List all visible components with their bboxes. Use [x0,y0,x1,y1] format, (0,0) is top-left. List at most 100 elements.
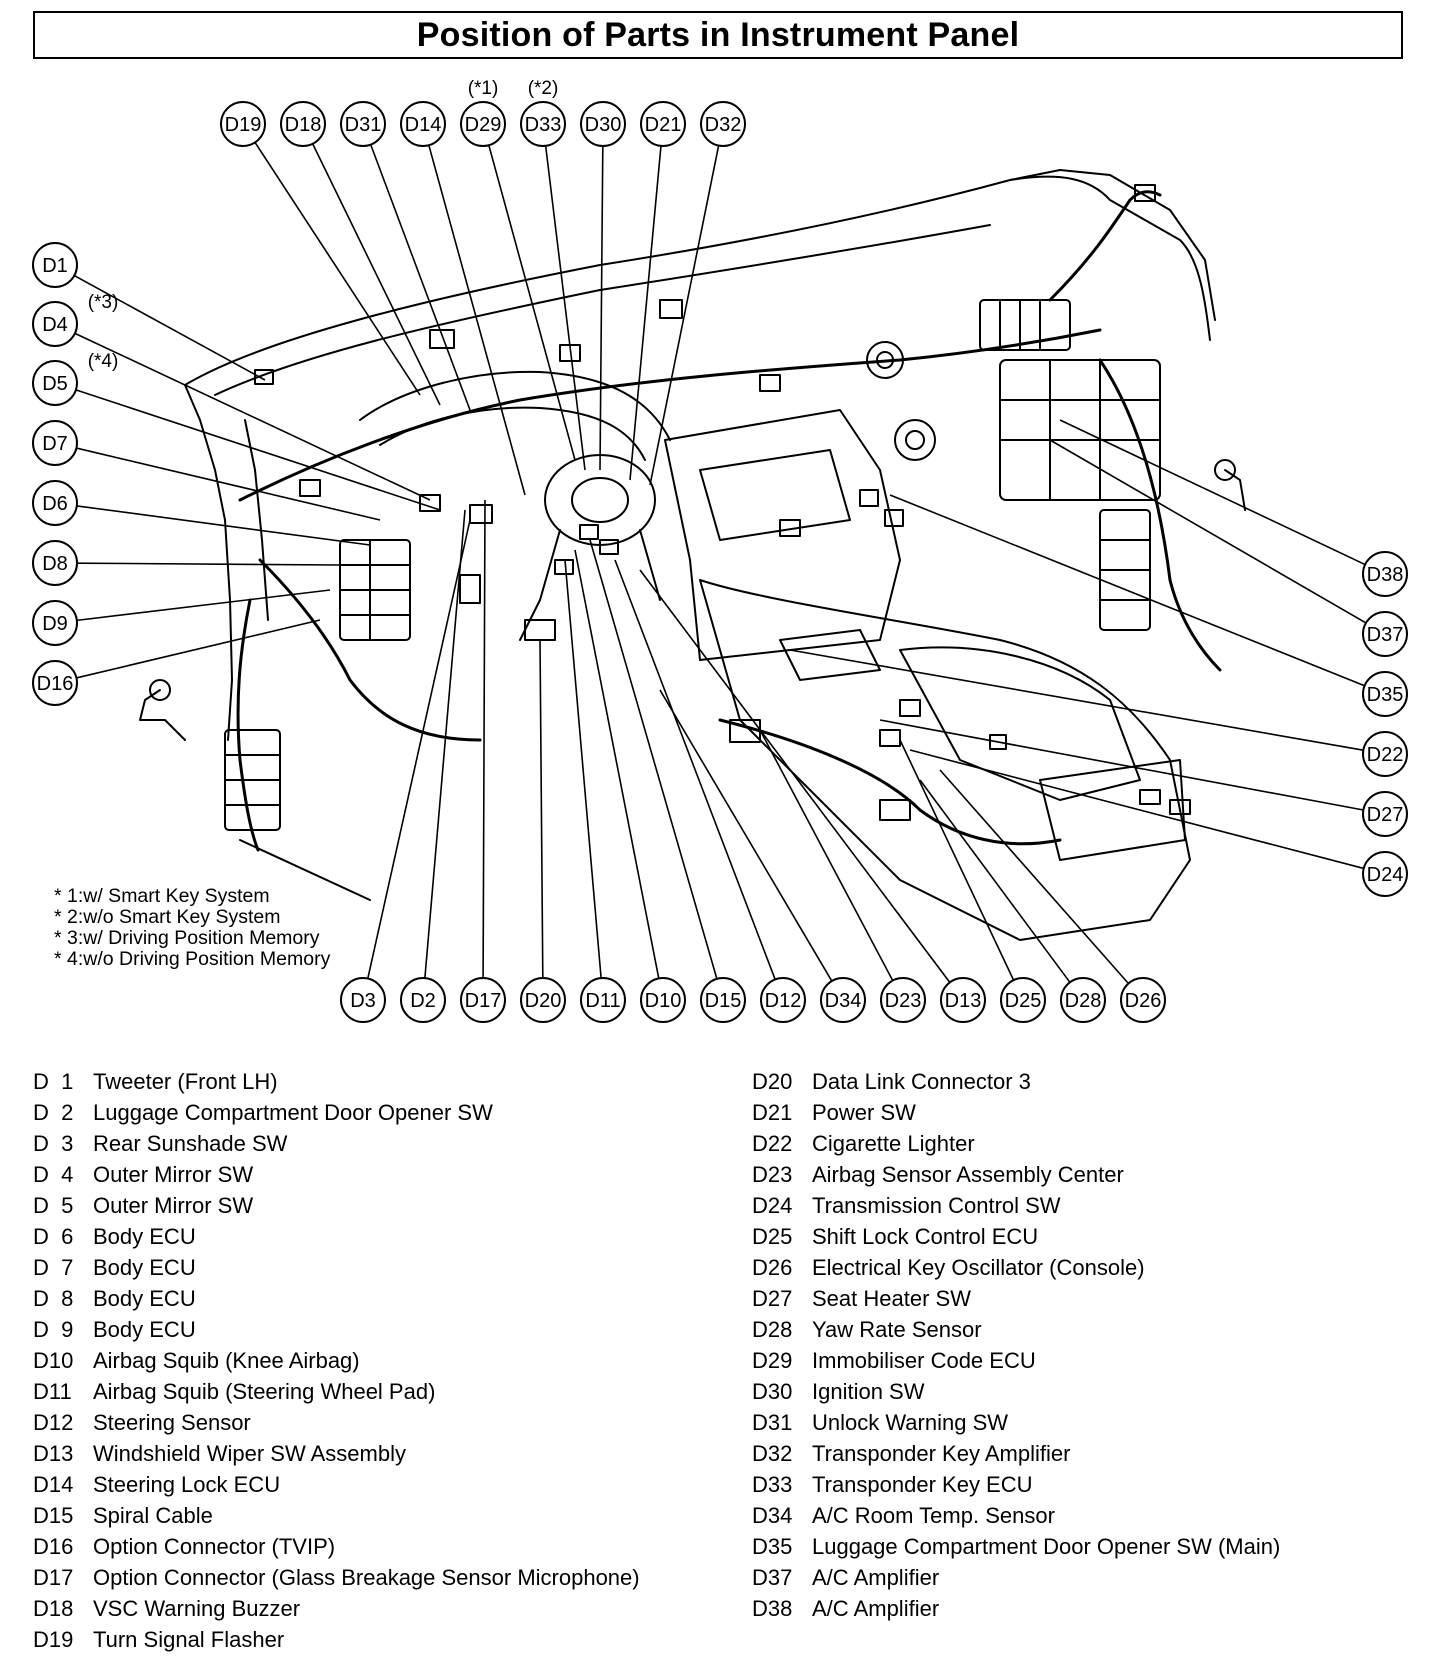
leader-line-d10 [574,549,660,979]
legend-code: D38 [752,1596,793,1621]
legend-row: D37 A/C Amplifier [752,1562,1280,1593]
leader-line-d12 [614,559,776,980]
legend-code: D15 [33,1503,74,1528]
callout-label: D11 [585,990,620,1012]
legend-code: D32 [752,1441,793,1466]
callout-label: D32 [705,114,742,136]
legend-label: A/C Room Temp. Sensor [812,1503,1055,1528]
callout-d35: D35 [1362,671,1408,717]
callout-circle [520,101,566,147]
callout-label: D25 [1005,990,1042,1012]
legend-row: D22 Cigarette Lighter [752,1128,1280,1159]
legend-label: Rear Sunshade SW [93,1131,288,1156]
callout-label: D33 [525,114,562,136]
callout-circle [400,977,446,1023]
legend-code: D22 [752,1131,793,1156]
callout-star-note: (*1) [468,78,499,99]
callout-d2: D2 [400,977,446,1023]
leader-line-d25 [899,739,1015,981]
callout-d1: D1 [32,242,78,288]
callout-circle [32,242,78,288]
connector [759,374,781,392]
harness-left-drop [236,598,260,852]
callout-circle [880,977,926,1023]
legend-code: D13 [33,1441,74,1466]
legend-code: D 2 [33,1100,74,1125]
callout-star-note: (*2) [528,78,559,99]
callout-d8: D8 [32,540,78,586]
legend-label: Cigarette Lighter [812,1131,975,1156]
center-stack [664,409,901,661]
leader-line-d2 [424,509,466,979]
callout-d33: D33 [520,101,566,147]
callout-d29: D29 [460,101,506,147]
callout-circle [400,101,446,147]
legend-code: D30 [752,1379,793,1404]
legend-code: D21 [752,1100,793,1125]
callout-circle [32,660,78,706]
callout-label: D8 [42,553,68,575]
callout-circle [1362,551,1408,597]
callout-circle [640,977,686,1023]
leader-line-d7 [76,447,381,521]
callout-circle [280,101,326,147]
legend-label: Body ECU [93,1255,196,1280]
legend-code: D20 [752,1069,793,1094]
steering-column [519,529,661,641]
callout-d23: D23 [880,977,926,1023]
leader-line-d35 [889,494,1365,687]
callout-d26: D26 [1120,977,1166,1023]
connector [1134,184,1156,202]
callout-d6: D6 [32,480,78,526]
legend-label: Body ECU [93,1317,196,1342]
legend-code: D14 [33,1472,74,1497]
callout-circle [1362,731,1408,777]
leader-line-d14 [428,145,526,496]
legend-label: Luggage Compartment Door Opener SW (Main… [812,1534,1281,1559]
cluster-hood [359,370,671,441]
legend-label: A/C Amplifier [812,1596,940,1621]
callout-d15: D15 [700,977,746,1023]
lower-left-connector-stack-grid [224,754,281,806]
callout-circle [32,360,78,406]
callout-label: D20 [525,990,562,1012]
connector [469,504,493,524]
callout-circle [580,101,626,147]
legend-label: A/C Amplifier [812,1565,940,1590]
connector-round [149,679,171,701]
junction-block-grid [999,359,1161,501]
legend-label: Turn Signal Flasher [93,1627,285,1652]
callout-d16: D16 [32,660,78,706]
harness-right-drop [1098,358,1222,672]
legend-code: D16 [33,1534,74,1559]
legend-label: Outer Mirror SW [93,1162,254,1187]
leader-line-d29 [488,145,576,461]
leader-line-d21 [629,145,662,481]
callout-circle [1120,977,1166,1023]
callout-label: D26 [1125,990,1162,1012]
leader-line-d1 [73,274,266,381]
callout-circle [340,977,386,1023]
legend-code: D 8 [33,1286,74,1311]
legend-code: D37 [752,1565,793,1590]
leader-line-d17 [482,499,486,979]
connector [1139,789,1161,805]
callout-label: D27 [1367,804,1404,826]
leader-line-d16 [76,619,321,679]
callout-d12: D12 [760,977,806,1023]
footnote: * 2:w/o Smart Key System [54,906,281,928]
callout-d9: D9 [32,600,78,646]
legend-label: Yaw Rate Sensor [812,1317,982,1342]
legend-code: D 1 [33,1069,74,1094]
